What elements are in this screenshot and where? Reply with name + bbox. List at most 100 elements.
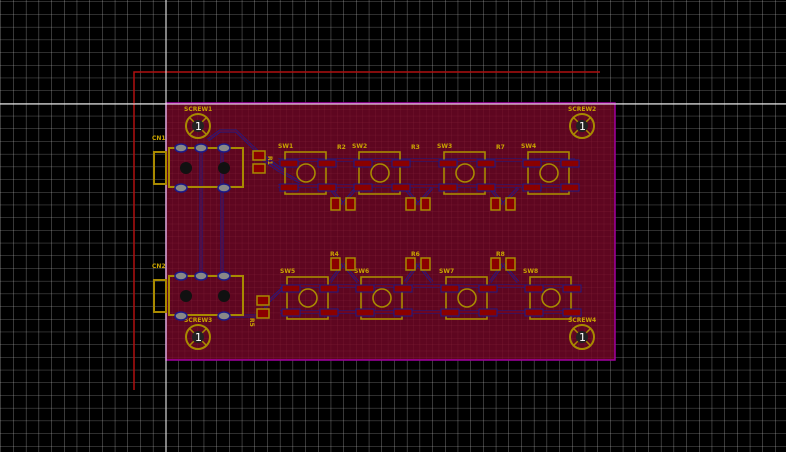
- switch-pad: [438, 159, 458, 168]
- tactile-switch[interactable]: SW4: [521, 143, 580, 195]
- switch-pad: [393, 284, 413, 293]
- resistor-ref-label: R4: [330, 251, 339, 258]
- switch-ref-label: SW3: [437, 143, 452, 150]
- switch-outline: [360, 276, 403, 320]
- resistor-ref-label: R2: [337, 144, 346, 151]
- connector-pad: [174, 183, 188, 193]
- connector-body: [153, 279, 167, 313]
- tactile-switch[interactable]: SW6: [354, 268, 413, 320]
- jack-connector[interactable]: CN1: [152, 135, 244, 193]
- switch-pad: [355, 308, 375, 317]
- screw-pin-number: 1: [579, 120, 586, 133]
- screw-hole: [192, 120, 204, 132]
- trace-core: [404, 263, 419, 283]
- resistor-pad: [345, 197, 356, 211]
- screw-ref-label: SCREW4: [568, 317, 596, 324]
- resistor-pad: [420, 197, 431, 211]
- resistor-pad: [505, 197, 516, 211]
- switch-ref-label: SW1: [278, 143, 293, 150]
- switch-outline: [529, 276, 572, 320]
- tactile-switch[interactable]: SW5: [280, 268, 339, 320]
- switch-outline: [286, 276, 329, 320]
- screw-hole: [192, 331, 204, 343]
- connector-pad: [174, 311, 188, 321]
- resistor-pad: [330, 197, 341, 211]
- resistor[interactable]: R1: [252, 150, 273, 174]
- resistor[interactable]: R5: [248, 295, 270, 327]
- switch-actuator: [370, 163, 390, 183]
- switch-pad: [478, 308, 498, 317]
- switch-pad: [355, 284, 375, 293]
- page-outline: [133, 71, 600, 390]
- switch-pad: [279, 159, 299, 168]
- resistor-ref-label: R6: [411, 251, 420, 258]
- screw-hole: [576, 120, 588, 132]
- resistor[interactable]: R7: [490, 144, 516, 211]
- switch-pad: [281, 284, 301, 293]
- switch-pad: [562, 284, 582, 293]
- tactile-switch[interactable]: SW8: [523, 268, 582, 320]
- resistor-pad: [505, 257, 516, 271]
- switch-pad: [478, 284, 498, 293]
- switch-pad: [317, 159, 337, 168]
- screw-pin-number: 1: [195, 120, 202, 133]
- switch-pad: [393, 308, 413, 317]
- resistor-ref-label: R3: [411, 144, 420, 151]
- mounting-screw[interactable]: SCREW2 1: [568, 106, 596, 139]
- screw-pin-number: 1: [579, 331, 586, 344]
- resistor[interactable]: R2: [330, 144, 356, 211]
- screw-hole: [576, 331, 588, 343]
- switch-pad: [317, 183, 337, 192]
- switch-ref-label: SW7: [439, 268, 454, 275]
- connector-pad: [217, 311, 231, 321]
- switch-pad: [560, 183, 580, 192]
- trace-core: [329, 263, 344, 283]
- connector-pad: [217, 143, 231, 153]
- trace-core: [207, 130, 286, 173]
- switch-actuator: [455, 163, 475, 183]
- switch-pad: [391, 159, 411, 168]
- trace-core: [489, 263, 504, 283]
- resistor[interactable]: R8: [490, 251, 516, 271]
- resistor[interactable]: R6: [405, 251, 431, 271]
- switch-pad: [319, 284, 339, 293]
- switch-outline: [443, 151, 486, 195]
- resistor-pad: [256, 295, 270, 306]
- switch-pad: [476, 183, 496, 192]
- tactile-switch[interactable]: SW2: [352, 143, 411, 195]
- resistor-pad: [252, 150, 266, 161]
- connector-pad: [174, 271, 188, 281]
- resistor-pad: [490, 197, 501, 211]
- resistor[interactable]: R3: [405, 144, 431, 211]
- tactile-switch[interactable]: SW7: [439, 268, 498, 320]
- board-grid: [167, 104, 614, 359]
- mounting-screw[interactable]: SCREW4 1: [568, 317, 596, 350]
- switch-pad: [524, 308, 544, 317]
- connector-ref-label: CN2: [152, 263, 166, 270]
- resistor-pad: [345, 257, 356, 271]
- switch-ref-label: SW4: [521, 143, 536, 150]
- switch-ref-label: SW5: [280, 268, 295, 275]
- resistor-pad: [256, 308, 270, 319]
- connector-ref-label: CN1: [152, 135, 166, 142]
- resistor-pad: [405, 197, 416, 211]
- resistor-pad: [490, 257, 501, 271]
- connector-pad: [174, 143, 188, 153]
- resistor-ref-label: R5: [248, 318, 255, 327]
- switch-actuator: [298, 288, 318, 308]
- resistor[interactable]: R4: [330, 251, 356, 271]
- connector-pad: [194, 271, 208, 281]
- switch-pad: [319, 308, 339, 317]
- switch-actuator: [457, 288, 477, 308]
- jack-connector[interactable]: CN2: [152, 263, 244, 321]
- tactile-switch[interactable]: SW1: [278, 143, 337, 195]
- switch-ref-label: SW6: [354, 268, 369, 275]
- screw-ref-label: SCREW2: [568, 106, 596, 113]
- screw-outline: [185, 324, 211, 350]
- resistor-pad: [252, 163, 266, 174]
- tactile-switch[interactable]: SW3: [437, 143, 496, 195]
